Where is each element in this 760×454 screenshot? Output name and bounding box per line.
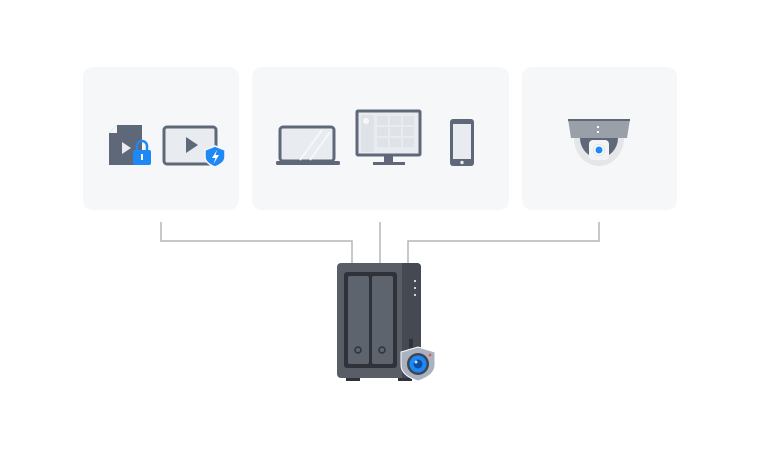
- connector-lines: [160, 222, 600, 263]
- encrypted-video-file-icon: [109, 125, 151, 165]
- desktop-monitor-icon: [355, 109, 422, 165]
- dome-camera-icon: [568, 119, 630, 166]
- protected-video-icon: [162, 125, 226, 168]
- smartphone-icon: [450, 119, 474, 166]
- surveillance-shield-icon: [400, 346, 436, 382]
- laptop-icon: [276, 125, 340, 165]
- connector-right: [407, 222, 600, 263]
- connector-left: [160, 222, 353, 263]
- card-protected-media: [83, 67, 239, 210]
